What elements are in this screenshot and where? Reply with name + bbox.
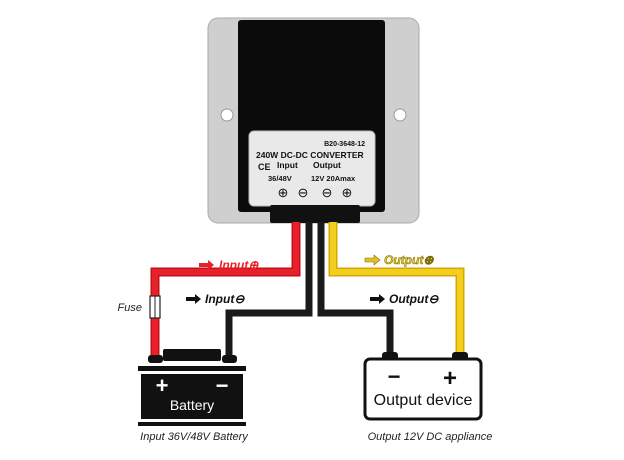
terminal-input-neg-icon: ⊖ [298, 185, 309, 200]
wire-output-negative [317, 222, 394, 358]
arrow-right-icon [199, 260, 214, 270]
terminal-input-pos-icon: ⊕ [278, 185, 289, 200]
arrow-right-icon [186, 294, 201, 304]
label-output: Output [313, 160, 341, 170]
battery: + − Battery Input 36V/48V Battery [138, 349, 249, 443]
battery-caption: Input 36V/48V Battery [140, 431, 249, 443]
mount-hole-left [220, 108, 234, 122]
terminal-output-pos-icon: ⊕ [342, 185, 353, 200]
output-device: − + Output device Output 12V DC applianc… [363, 352, 493, 443]
arrow-right-icon [370, 294, 385, 304]
label-output-positive: Output⊕ [384, 253, 434, 267]
converter-module: B20-3648-12 240W DC-DC CONVERTER CE Inpu… [207, 17, 420, 224]
input-voltage: 36/48V [268, 174, 292, 183]
battery-positive-symbol: + [156, 373, 169, 398]
wires [150, 222, 465, 358]
battery-negative-symbol: − [216, 373, 229, 398]
mount-hole-right [393, 108, 407, 122]
wire-output-positive [328, 222, 465, 355]
model-number: B20-3648-12 [324, 141, 365, 148]
output-device-label: Output device [374, 392, 473, 409]
battery-icon [141, 374, 243, 419]
device-negative-symbol: − [388, 364, 401, 389]
label-input-positive: Input⊕ [219, 258, 259, 272]
output-rating: 12V 20Amax [311, 174, 356, 183]
wire-input-negative [225, 222, 313, 358]
arrow-right-icon [364, 254, 381, 266]
battery-label: Battery [170, 397, 214, 413]
output-device-icon [363, 357, 483, 421]
terminal-output-neg-icon: ⊖ [322, 185, 333, 200]
fuse: Fuse [118, 295, 161, 319]
label-output-negative: Output⊖ [389, 292, 439, 306]
converter-title: 240W DC-DC CONVERTER [256, 150, 364, 160]
label-input: Input [277, 160, 298, 170]
fuse-label: Fuse [118, 302, 142, 314]
label-input-negative: Input⊖ [205, 292, 245, 306]
wire-labels: Input⊕ Input⊖ Output⊕ Output⊖ [186, 253, 439, 306]
ce-mark: CE [258, 162, 271, 172]
cable-gland [270, 205, 360, 223]
device-positive-symbol: + [443, 365, 457, 392]
output-device-caption: Output 12V DC appliance [368, 431, 493, 443]
